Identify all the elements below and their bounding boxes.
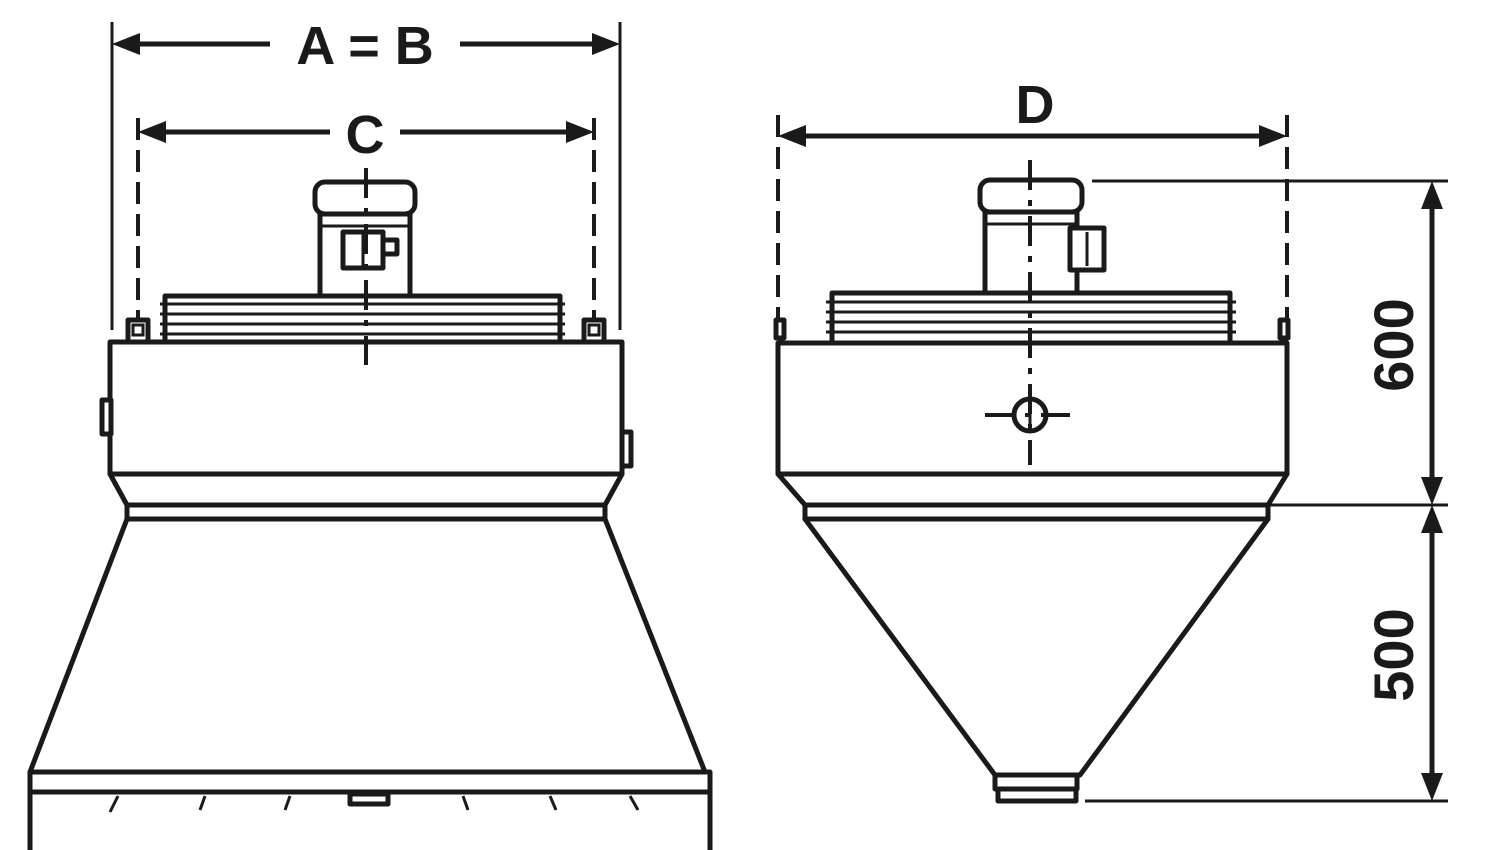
dimension-label-a-eq-b: A = B — [296, 16, 434, 76]
housing-side — [775, 340, 1290, 477]
dimension-label-d: D — [1016, 75, 1055, 135]
dimension-a-eq-b: A = B — [110, 16, 622, 330]
dimension-label-600: 600 — [1362, 298, 1425, 391]
cone — [775, 471, 1290, 804]
side-view: D — [773, 75, 1448, 804]
dimension-heights: 600 500 — [1085, 179, 1448, 803]
fan-ring — [160, 293, 565, 345]
collar — [107, 471, 625, 522]
hood — [27, 516, 713, 850]
front-view: A = B C — [27, 16, 713, 850]
dimension-label-c: C — [346, 105, 385, 165]
dimension-c: C — [136, 105, 596, 320]
motor-side — [977, 177, 1107, 301]
dimension-d: D — [776, 75, 1289, 335]
dimension-label-500: 500 — [1362, 608, 1425, 701]
